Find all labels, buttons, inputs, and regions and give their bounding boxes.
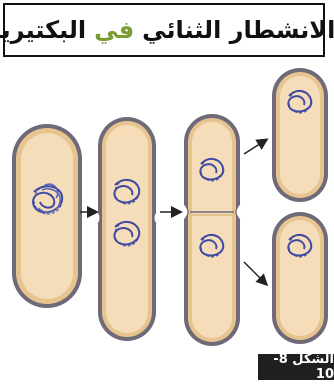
title-part-1: الانشطار الثنائي [138, 16, 334, 44]
arrow-4-down [244, 262, 266, 284]
cell-single [12, 124, 82, 308]
binary-fission-diagram [0, 62, 334, 352]
title-part-3: البكتيريا [0, 16, 90, 44]
figure-caption: الشكل 8-10 [258, 354, 334, 380]
daughter-cell-bottom [272, 212, 328, 344]
diagram-title: الانشطار الثنائي في البكتيريا [3, 3, 325, 57]
daughter-cell-top [272, 68, 328, 202]
cell-septum-forming [184, 114, 240, 346]
title-part-2: في [90, 16, 138, 44]
arrow-3-up [244, 140, 266, 154]
cell-dna-replicated [98, 117, 156, 341]
